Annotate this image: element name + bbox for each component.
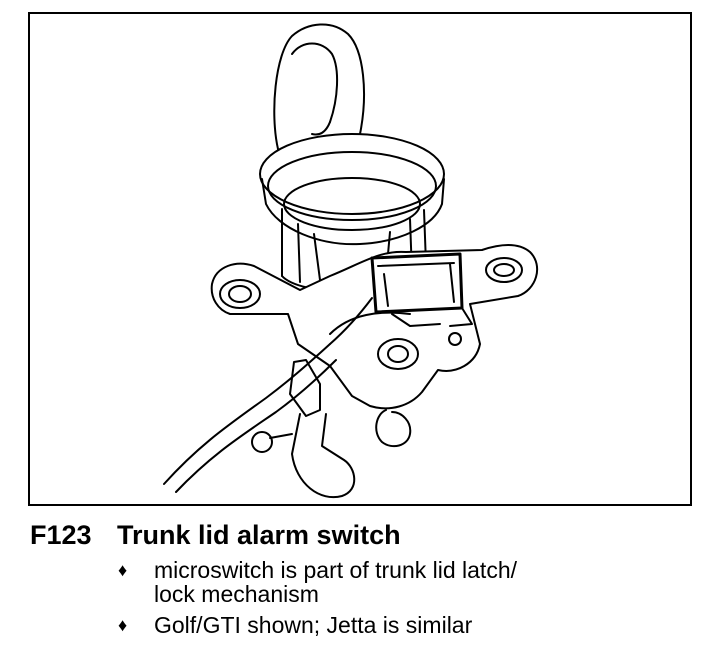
key-shape bbox=[273, 23, 365, 150]
note-text: lock mechanism bbox=[154, 581, 319, 607]
note-text: Golf/GTI shown; Jetta is similar bbox=[154, 612, 473, 638]
bullet-icon: ♦ bbox=[118, 560, 128, 580]
figure-title: Trunk lid alarm switch bbox=[117, 520, 401, 550]
bowden-cable bbox=[163, 297, 373, 493]
figure-code: F123 bbox=[30, 520, 92, 550]
bullet-icon: ♦ bbox=[118, 615, 128, 635]
note-text: microswitch is part of trunk lid latch/ bbox=[154, 557, 518, 583]
microswitch bbox=[370, 252, 473, 327]
trunk-lock-illustration bbox=[163, 23, 539, 499]
figure-frame bbox=[28, 12, 692, 506]
